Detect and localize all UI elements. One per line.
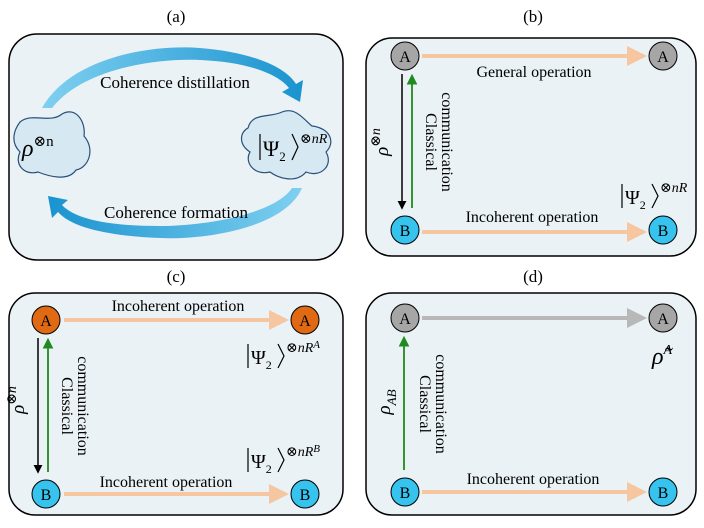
panel-b-label: (b): [523, 7, 543, 26]
communication-label-c: communication: [74, 356, 91, 456]
panel-c: (c) Incoherent operation Incoherent oper…: [5, 267, 344, 516]
node-b-left-c: [31, 479, 61, 509]
communication-label-b: communication: [438, 92, 455, 192]
panel-b-box: [365, 37, 697, 257]
node-a-right-d: [648, 303, 678, 333]
resource-b-symbol: ρ: [372, 147, 393, 157]
output-c-b-sup2: B: [313, 443, 320, 455]
coherence-distillation-arrow: [42, 47, 303, 108]
node-a-right-b: [648, 41, 678, 71]
incoherent-operation-label-c-top: Incoherent operation: [112, 298, 245, 315]
panel-d-label: (d): [523, 267, 543, 286]
panel-d-box: [365, 292, 697, 516]
node-b-left-b: [390, 215, 420, 245]
node-b-right-c: [290, 479, 320, 509]
incoherent-operation-label-c-bottom: Incoherent operation: [100, 474, 233, 491]
psi-blob: [240, 110, 332, 180]
output-c-a-superscript: ⊗nRA: [286, 339, 320, 356]
incoherent-operation-label-d: Incoherent operation: [467, 471, 600, 488]
node-b-right-d: [648, 477, 678, 507]
resource-c-symbol: ρ: [8, 405, 29, 415]
rho-state: ρ⊗n: [21, 134, 54, 162]
node-b-right-d-label: B: [658, 485, 669, 502]
rho-superscript: ⊗n: [34, 134, 55, 150]
output-c-a-sup1: ⊗nR: [286, 341, 314, 356]
panel-b: (b) General operation Incoherent operati…: [365, 7, 697, 257]
resource-c-superscript: ⊗n: [5, 386, 20, 405]
node-a-right-c-label: A: [299, 313, 311, 330]
psi-state-a-text: Ψ2: [263, 136, 286, 164]
panel-d: (d) Incoherent operation ρAB Classical c…: [365, 267, 697, 516]
node-b-left-d-label: B: [400, 485, 411, 502]
classical-label-b: Classical: [422, 113, 439, 171]
psi-subscript: 2: [279, 149, 286, 164]
psi-symbol: Ψ: [263, 136, 280, 161]
incoherent-operation-label-b: Incoherent operation: [466, 209, 599, 226]
output-b-text: Ψ2: [625, 187, 646, 212]
resource-label-c: ρ⊗n: [5, 386, 29, 415]
output-c-b-sup1: ⊗nR: [286, 445, 314, 460]
output-b-subscript: 2: [640, 198, 646, 212]
node-a-right-c: [290, 305, 320, 335]
output-c-a-subscript: 2: [266, 358, 272, 372]
node-b-right-c-label: B: [300, 487, 311, 504]
panel-c-label: (c): [167, 267, 186, 286]
node-b-left-d: [390, 477, 420, 507]
classical-label-d: Classical: [416, 375, 433, 433]
coherence-formation-label: Coherence formation: [104, 203, 248, 222]
output-c-b-subscript: 2: [266, 462, 272, 476]
node-a-right-d-label: A: [657, 311, 669, 328]
node-b-left-c-label: B: [41, 487, 52, 504]
rho-blob: [13, 111, 91, 178]
output-c-a-symbol: Ψ: [251, 347, 266, 369]
resource-label-b: ρ⊗n: [369, 128, 393, 157]
panel-a-box: [8, 33, 344, 261]
resource-b-superscript: ⊗n: [369, 128, 384, 147]
node-a-right-b-label: A: [657, 49, 669, 66]
output-b-symbol: Ψ: [625, 187, 640, 209]
output-c-a-sup2: A: [312, 339, 320, 351]
node-a-left-d-label: A: [399, 311, 411, 328]
resource-label-d: ρAB: [374, 389, 399, 415]
resource-d-symbol: ρ: [374, 405, 395, 415]
panel-c-box: [8, 292, 344, 516]
communication-label-d: communication: [432, 354, 449, 454]
output-state-b: Ψ2 ⊗nR: [621, 181, 688, 212]
coherence-distillation-label: Coherence distillation: [100, 73, 250, 92]
node-a-left-c: [31, 305, 61, 335]
rho-symbol: ρ: [21, 136, 34, 162]
output-c-b-text: Ψ2: [251, 451, 272, 476]
output-state-c-b: Ψ2 ⊗nRB: [247, 443, 320, 476]
psi-superscript: ⊗nR: [300, 132, 328, 147]
output-d-superscript: A: [663, 343, 673, 358]
general-operation-label: General operation: [476, 64, 591, 81]
node-b-left-b-label: B: [400, 223, 411, 240]
psi-state-a: Ψ2 ⊗nR: [259, 132, 328, 164]
node-b-right-b-label: B: [658, 223, 669, 240]
node-a-left-d: [390, 303, 420, 333]
output-c-b-symbol: Ψ: [251, 451, 266, 473]
output-state-c-a: Ψ2 ⊗nRA: [247, 339, 320, 372]
node-b-right-b: [648, 215, 678, 245]
resource-d-subscript: AB: [384, 389, 399, 406]
panel-a: (a) Coherence distillation Coherence for…: [8, 7, 344, 261]
classical-label-c: Classical: [58, 377, 75, 435]
panel-a-label: (a): [167, 7, 186, 26]
output-c-a-text: Ψ2: [251, 347, 272, 372]
node-a-left-c-label: A: [40, 313, 52, 330]
output-b-superscript: ⊗nR: [660, 181, 688, 196]
node-a-left-b: [390, 41, 420, 71]
coherence-formation-arrow: [48, 188, 302, 239]
output-c-b-superscript: ⊗nRB: [286, 443, 320, 460]
node-a-left-b-label: A: [399, 49, 411, 66]
